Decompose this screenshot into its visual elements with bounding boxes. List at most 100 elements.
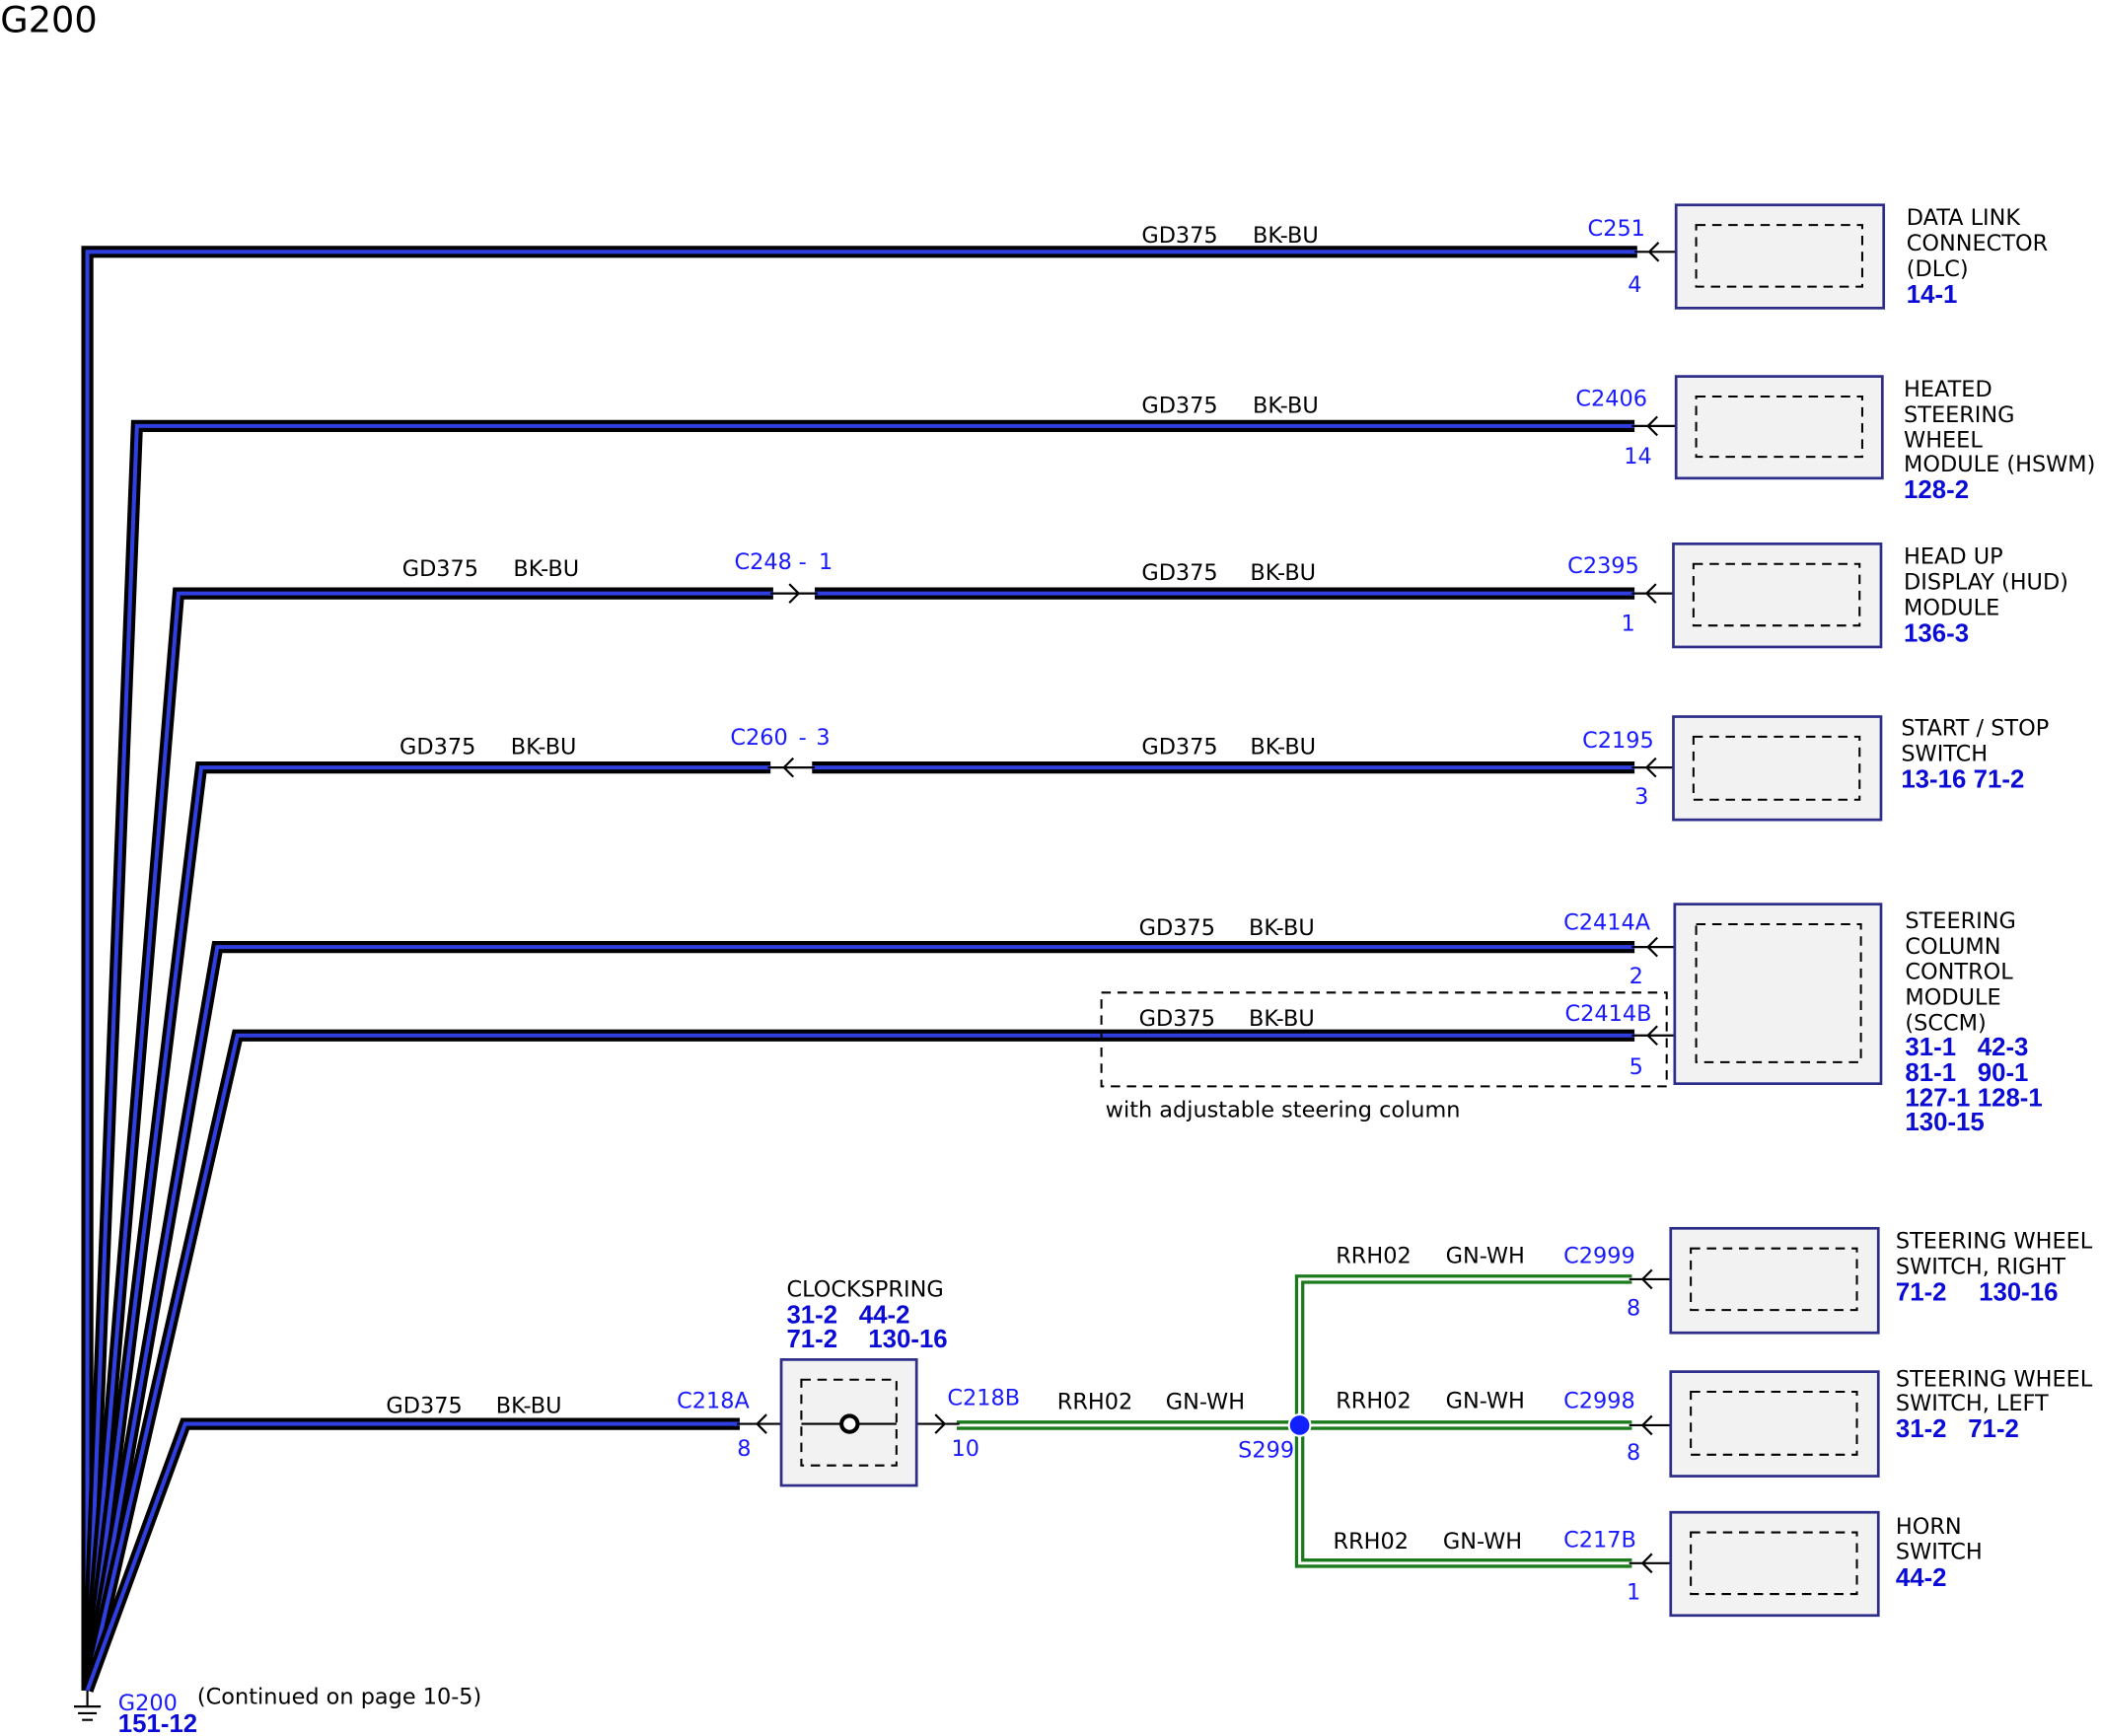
- component-hud: [1672, 542, 1883, 649]
- pin-label: 8: [737, 1436, 751, 1462]
- connector-label-c248[interactable]: C248: [735, 549, 792, 575]
- connector-label-c251[interactable]: C251: [1588, 216, 1645, 242]
- ground-name[interactable]: G200: [118, 1691, 178, 1716]
- circuit-label: RRH02: [1336, 1244, 1411, 1269]
- wire-to-sccm-a: [81, 941, 1635, 1692]
- connector-c260-symbol: [767, 757, 815, 778]
- component-name-line: MODULE: [1904, 595, 1999, 620]
- continued-note: (Continued on page 10-5): [197, 1684, 481, 1709]
- component-dlc: [1674, 203, 1886, 310]
- component-name-line: SWITCH: [1896, 1540, 1983, 1565]
- page-ref-link[interactable]: 71-2: [786, 1326, 837, 1353]
- component-name-line: STEERING WHEEL: [1896, 1367, 2093, 1393]
- connector-label-c2999[interactable]: C2999: [1563, 1244, 1635, 1269]
- page-ref-link[interactable]: 44-2: [859, 1302, 910, 1330]
- connector-pin-separator: -: [799, 549, 807, 575]
- component-name-line: CONNECTOR: [1907, 231, 2048, 256]
- page-ref-link[interactable]: 31-1: [1905, 1034, 1956, 1061]
- connector-label-c218a[interactable]: C218A: [677, 1388, 750, 1413]
- page-ref-link[interactable]: 81-1: [1905, 1059, 1956, 1087]
- page-ref-link[interactable]: 128-2: [1904, 476, 1969, 504]
- circuit-label: RRH02: [1057, 1390, 1132, 1415]
- wire-color-label: BK-BU: [1250, 735, 1316, 760]
- page-ref-link[interactable]: 31-2: [1896, 1415, 1947, 1443]
- pin-label: 3: [816, 725, 830, 751]
- connector-label-c217b[interactable]: C217B: [1563, 1528, 1636, 1554]
- wire-color-label: BK-BU: [496, 1394, 562, 1419]
- component-name-line: SWITCH, RIGHT: [1896, 1254, 2065, 1279]
- pin-label: 3: [1634, 784, 1648, 810]
- circuit-label: GD375: [399, 735, 475, 760]
- circuit-label: RRH02: [1336, 1388, 1411, 1413]
- connector-label-c260[interactable]: C260: [730, 725, 787, 751]
- component-name-line: MODULE (HSWM): [1904, 452, 2095, 477]
- wire-color-label: BK-BU: [513, 556, 579, 582]
- wire-to-dlc: [81, 246, 1637, 1691]
- component-clockspring: [779, 1358, 918, 1487]
- component-horn-switch: [1669, 1510, 1880, 1618]
- component-name-line: HORN: [1896, 1514, 1962, 1540]
- wire-to-clockspring: [81, 1417, 740, 1693]
- circuit-label: GD375: [1141, 393, 1217, 418]
- component-name-line: SWITCH, LEFT: [1896, 1391, 2049, 1416]
- component-name-line: STEERING WHEEL: [1896, 1229, 2093, 1255]
- page-ref-link[interactable]: 71-2: [1968, 1415, 2019, 1443]
- page-ref-link[interactable]: 128-1: [1978, 1085, 2043, 1113]
- page-ref-link[interactable]: 31-2: [786, 1302, 837, 1330]
- clockspring-name: CLOCKSPRING: [786, 1277, 943, 1303]
- connector-c248-symbol: [770, 583, 818, 604]
- wire-color-label: BK-BU: [1249, 1006, 1315, 1032]
- component-name-line: START / STOP: [1901, 716, 2049, 742]
- page-title: G200: [0, 0, 97, 41]
- page-ref-link[interactable]: 136-3: [1904, 619, 1969, 647]
- component-steering-wheel-switch-right: [1669, 1226, 1880, 1335]
- wire-color-label: BK-BU: [511, 735, 577, 760]
- pin-label: 5: [1630, 1054, 1643, 1080]
- component-name-line: CONTROL: [1905, 960, 2013, 985]
- pin-label: 1: [1627, 1579, 1640, 1605]
- connector-label-c2395[interactable]: C2395: [1567, 553, 1639, 579]
- component-name-line: HEAD UP: [1904, 544, 2003, 570]
- connector-label-c2414b[interactable]: C2414B: [1564, 1001, 1651, 1027]
- pin-label: 4: [1628, 272, 1641, 298]
- circuit-label: GD375: [1141, 223, 1217, 249]
- wire-to-hud: [81, 587, 1635, 1692]
- page-ref-link[interactable]: 42-3: [1978, 1034, 2029, 1061]
- wire-to-start-stop: [81, 761, 1635, 1692]
- connector-label-c2998[interactable]: C2998: [1563, 1388, 1635, 1413]
- splice-label[interactable]: S299: [1238, 1438, 1294, 1464]
- circuit-label: GD375: [1139, 1006, 1215, 1032]
- page-ref-link[interactable]: 71-2: [1896, 1279, 1947, 1307]
- circuit-label: GD375: [1141, 735, 1217, 760]
- page-ref-link[interactable]: 14-1: [1907, 281, 1958, 309]
- page-ref-link[interactable]: 127-1: [1905, 1085, 1970, 1113]
- component-name-line: MODULE: [1905, 985, 2000, 1011]
- page-ref-link[interactable]: 130-16: [1979, 1279, 2058, 1307]
- page-ref-link[interactable]: 130-15: [1905, 1109, 1984, 1136]
- clockspring-coil-icon: [839, 1413, 860, 1434]
- optional-circuit-outline: [1100, 991, 1668, 1088]
- page-ref-link[interactable]: 90-1: [1978, 1059, 2029, 1087]
- component-name-line: STEERING: [1904, 402, 2014, 428]
- pin-label: 10: [952, 1436, 980, 1462]
- component-name-line: SWITCH: [1901, 741, 1988, 766]
- connector-label-c218b[interactable]: C218B: [947, 1386, 1020, 1411]
- circuit-label: GD375: [402, 556, 478, 582]
- component-hswm: [1674, 375, 1884, 480]
- component-name-line: COLUMN: [1905, 934, 2000, 960]
- component-sccm: [1673, 903, 1883, 1085]
- connector-label-c2414a[interactable]: C2414A: [1563, 909, 1651, 935]
- wire-to-sccm-b: [81, 1029, 1635, 1693]
- circuit-label: GD375: [1141, 560, 1217, 586]
- component-name-line: (SCCM): [1905, 1010, 1986, 1036]
- component-name-line: DISPLAY (HUD): [1904, 570, 2068, 596]
- page-ref-link[interactable]: 44-2: [1896, 1564, 1947, 1592]
- page-ref-link[interactable]: 151-12: [118, 1710, 197, 1736]
- page-ref-link[interactable]: 71-2: [1974, 766, 2025, 794]
- pin-label: 1: [819, 549, 833, 575]
- component-name-line: (DLC): [1907, 256, 1969, 282]
- page-ref-link[interactable]: 130-16: [868, 1326, 947, 1353]
- connector-label-c2195[interactable]: C2195: [1582, 728, 1654, 754]
- page-ref-link[interactable]: 13-16: [1901, 766, 1966, 794]
- connector-label-c2406[interactable]: C2406: [1575, 386, 1647, 411]
